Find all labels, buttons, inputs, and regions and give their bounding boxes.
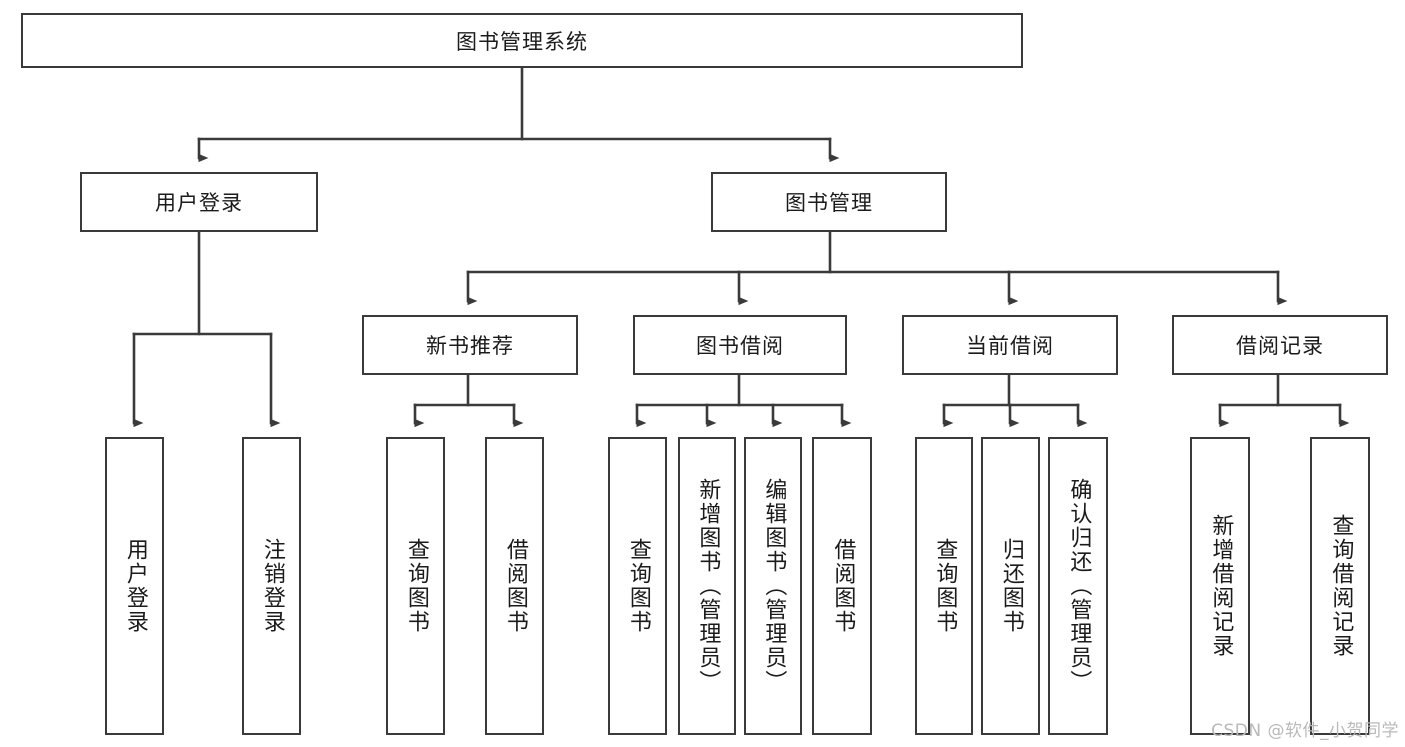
node-user-login-label: 用户登录 bbox=[155, 191, 243, 215]
node-root-label: 图书管理系统 bbox=[456, 29, 588, 54]
node-book-borrow-label: 图书借阅 bbox=[696, 334, 784, 358]
leaf-query-book-borrow[interactable]: 查询图书 bbox=[608, 437, 667, 735]
leaf-add-book-admin-label: 新增图书（管理员） bbox=[695, 478, 721, 694]
node-borrow-record-label: 借阅记录 bbox=[1236, 334, 1324, 358]
leaf-query-book-new[interactable]: 查询图书 bbox=[386, 437, 445, 735]
leaf-query-book-current-label: 查询图书 bbox=[932, 538, 958, 634]
node-new-book-recommend[interactable]: 新书推荐 bbox=[362, 315, 578, 375]
leaf-add-borrow-record-label: 新增借阅记录 bbox=[1208, 514, 1234, 658]
node-user-login[interactable]: 用户登录 bbox=[80, 172, 318, 232]
node-book-borrow[interactable]: 图书借阅 bbox=[633, 315, 847, 375]
leaf-borrow-book[interactable]: 借阅图书 bbox=[812, 437, 872, 735]
leaf-query-borrow-record-label: 查询借阅记录 bbox=[1328, 514, 1354, 658]
leaf-user-login-label: 用户登录 bbox=[122, 538, 148, 634]
node-current-borrow[interactable]: 当前借阅 bbox=[902, 315, 1118, 375]
node-current-borrow-label: 当前借阅 bbox=[966, 334, 1054, 358]
leaf-logout-label: 注销登录 bbox=[259, 538, 285, 634]
leaf-add-borrow-record[interactable]: 新增借阅记录 bbox=[1190, 437, 1250, 735]
leaf-confirm-return-admin[interactable]: 确认归还（管理员） bbox=[1048, 437, 1108, 735]
leaf-add-book-admin[interactable]: 新增图书（管理员） bbox=[678, 437, 736, 735]
leaf-borrow-book-label: 借阅图书 bbox=[830, 538, 856, 634]
leaf-query-book-new-label: 查询图书 bbox=[403, 538, 429, 634]
leaf-edit-book-admin-label: 编辑图书（管理员） bbox=[761, 478, 787, 694]
node-new-book-recommend-label: 新书推荐 bbox=[426, 334, 514, 358]
leaf-user-login[interactable]: 用户登录 bbox=[105, 437, 164, 735]
node-book-management-label: 图书管理 bbox=[785, 191, 873, 215]
node-borrow-record[interactable]: 借阅记录 bbox=[1172, 315, 1388, 375]
node-book-management[interactable]: 图书管理 bbox=[711, 172, 947, 232]
leaf-return-book-label: 归还图书 bbox=[998, 538, 1024, 634]
leaf-query-borrow-record[interactable]: 查询借阅记录 bbox=[1310, 437, 1370, 735]
leaf-borrow-book-new-label: 借阅图书 bbox=[502, 538, 528, 634]
leaf-query-book-borrow-label: 查询图书 bbox=[625, 538, 651, 634]
leaf-query-book-current[interactable]: 查询图书 bbox=[915, 437, 973, 735]
leaf-return-book[interactable]: 归还图书 bbox=[981, 437, 1040, 735]
leaf-edit-book-admin[interactable]: 编辑图书（管理员） bbox=[744, 437, 802, 735]
leaf-logout[interactable]: 注销登录 bbox=[242, 437, 301, 735]
leaf-borrow-book-new[interactable]: 借阅图书 bbox=[485, 437, 544, 735]
leaf-confirm-return-admin-label: 确认归还（管理员） bbox=[1066, 478, 1092, 694]
watermark: CSDN @软件_小贺同学 bbox=[1211, 721, 1399, 741]
node-root[interactable]: 图书管理系统 bbox=[21, 13, 1023, 68]
